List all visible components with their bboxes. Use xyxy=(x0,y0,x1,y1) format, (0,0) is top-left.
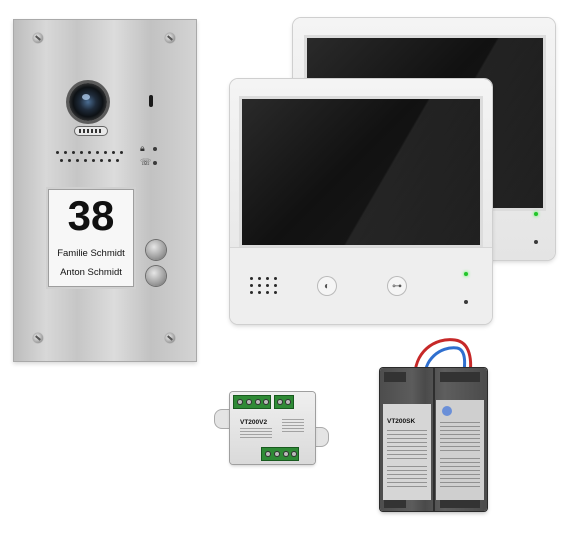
monitor-speaker-grille xyxy=(250,277,286,297)
intercom-button[interactable]: ◐ xyxy=(318,277,336,295)
name-card: 38 Familie Schmidt Anton Schmidt xyxy=(49,190,133,286)
psu-label-right xyxy=(436,400,484,500)
module-divider xyxy=(433,368,435,511)
terminal-block xyxy=(262,448,298,460)
psu-label-left: VT200SK xyxy=(383,404,431,500)
status-led xyxy=(153,147,157,151)
terminal-block xyxy=(384,498,406,508)
fine-print xyxy=(440,458,480,488)
fine-print xyxy=(282,419,304,433)
monitor-front-bezel xyxy=(230,247,492,324)
terminal-block xyxy=(440,372,480,382)
terminal-block xyxy=(384,372,406,382)
screw-icon xyxy=(165,333,175,343)
fine-print xyxy=(387,466,427,490)
bell-button-2[interactable] xyxy=(146,266,166,286)
microphone-icon xyxy=(534,240,538,244)
call-icon: ☏ xyxy=(140,157,152,167)
screw-icon xyxy=(33,33,43,43)
microphone-icon xyxy=(464,300,468,304)
wires xyxy=(413,338,473,381)
terminal-block xyxy=(440,498,480,508)
monitor-front-screen xyxy=(242,99,481,245)
module-label: VT200V2 xyxy=(240,419,268,426)
status-led-green xyxy=(464,272,468,276)
name-line-1: Familie Schmidt xyxy=(57,248,125,259)
status-led xyxy=(153,161,157,165)
fine-print xyxy=(387,430,427,460)
terminal-block xyxy=(275,396,293,408)
key-icon: ⊶ xyxy=(392,280,402,292)
psu-label: VT200SK xyxy=(387,418,416,425)
sensor-slot xyxy=(149,95,153,107)
mounting-tab-left xyxy=(215,410,229,428)
led-indicator xyxy=(442,406,452,416)
speaker-phone-icon: ◐ xyxy=(323,280,331,292)
lock-icon: 🔒︎ xyxy=(140,143,145,153)
fine-print xyxy=(440,422,480,452)
monitor-front: ◐ ⊶ xyxy=(230,79,492,324)
status-led-green xyxy=(534,212,538,216)
screw-icon xyxy=(165,33,175,43)
screw-icon xyxy=(33,333,43,343)
camera-lens-icon xyxy=(69,83,107,121)
terminal-block xyxy=(234,396,270,408)
door-release-button[interactable]: ⊶ xyxy=(388,277,406,295)
module-vt200v2: VT200V2 xyxy=(230,392,315,464)
mounting-tab-right xyxy=(314,428,328,446)
speaker-grille xyxy=(56,151,126,167)
led-bar-icon xyxy=(75,127,107,135)
fine-print xyxy=(240,428,272,440)
name-line-2: Anton Schmidt xyxy=(60,267,122,278)
house-number: 38 xyxy=(67,192,115,239)
bell-button-1[interactable] xyxy=(146,240,166,260)
